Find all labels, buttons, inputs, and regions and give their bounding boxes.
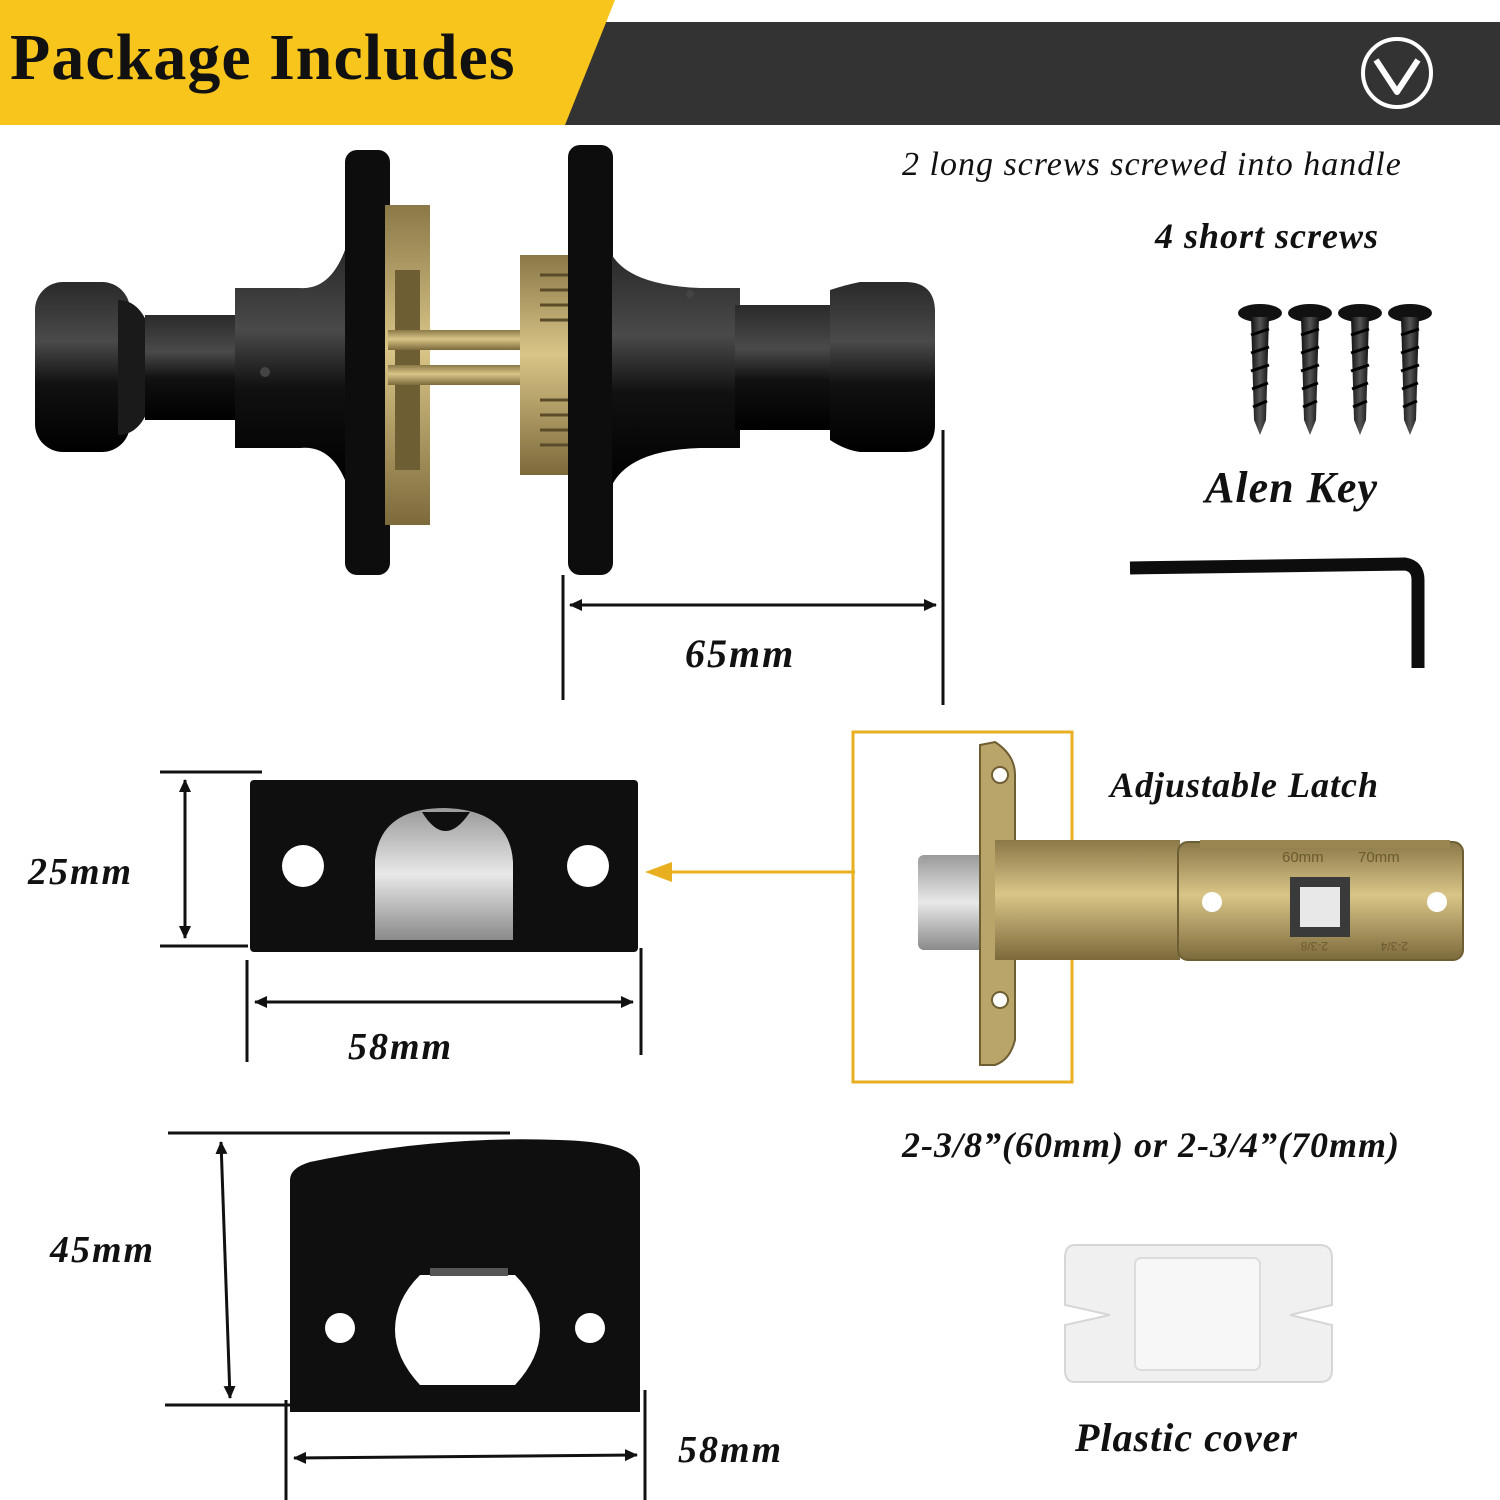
header-yellow-tab (0, 0, 615, 125)
allen-key-label: Alen Key (1205, 463, 1378, 512)
faceplate-width-label: 58mm (348, 1026, 454, 1068)
strike-width-label: 58mm (678, 1429, 784, 1471)
latch-sizes-label: 2-3/8”(60mm) or 2-3/4”(70mm) (902, 1125, 1400, 1165)
strike-plate (290, 1139, 640, 1412)
dimension-strike-width (284, 1390, 647, 1500)
door-knob-set (35, 145, 935, 575)
strike-height-label: 45mm (50, 1229, 156, 1271)
latch-mark-238: 2-3/8 (1300, 939, 1328, 953)
faceplate-height-label: 25mm (28, 851, 134, 893)
long-screws-label: 2 long screws screwed into handle (902, 146, 1402, 183)
short-screws (1238, 304, 1432, 435)
knob-width-label: 65mm (685, 631, 796, 676)
adjustable-latch-label: Adjustable Latch (1110, 765, 1380, 805)
page-title: Package Includes (10, 21, 516, 94)
short-screws-label: 4 short screws (1155, 216, 1380, 256)
header-dark-bar (540, 22, 1500, 125)
header-banner (0, 0, 1500, 125)
latch-mark-60: 60mm (1282, 849, 1324, 866)
adjustable-latch (851, 730, 1464, 1084)
dimension-knob-width (561, 430, 945, 705)
latch-mark-70: 70mm (1358, 849, 1400, 866)
dimension-faceplate-height (160, 770, 262, 948)
plastic-cover-label: Plastic cover (1075, 1415, 1298, 1460)
latch-faceplate (250, 780, 638, 952)
plastic-cover (1064, 1244, 1333, 1383)
dimension-strike-height (165, 1131, 510, 1407)
allen-key (1129, 557, 1425, 668)
latch-mark-234: 2-3/4 (1380, 939, 1408, 953)
dimension-faceplate-width (245, 948, 643, 1062)
pointer-arrow (645, 862, 855, 882)
chevron-down-icon[interactable] (1361, 37, 1433, 109)
